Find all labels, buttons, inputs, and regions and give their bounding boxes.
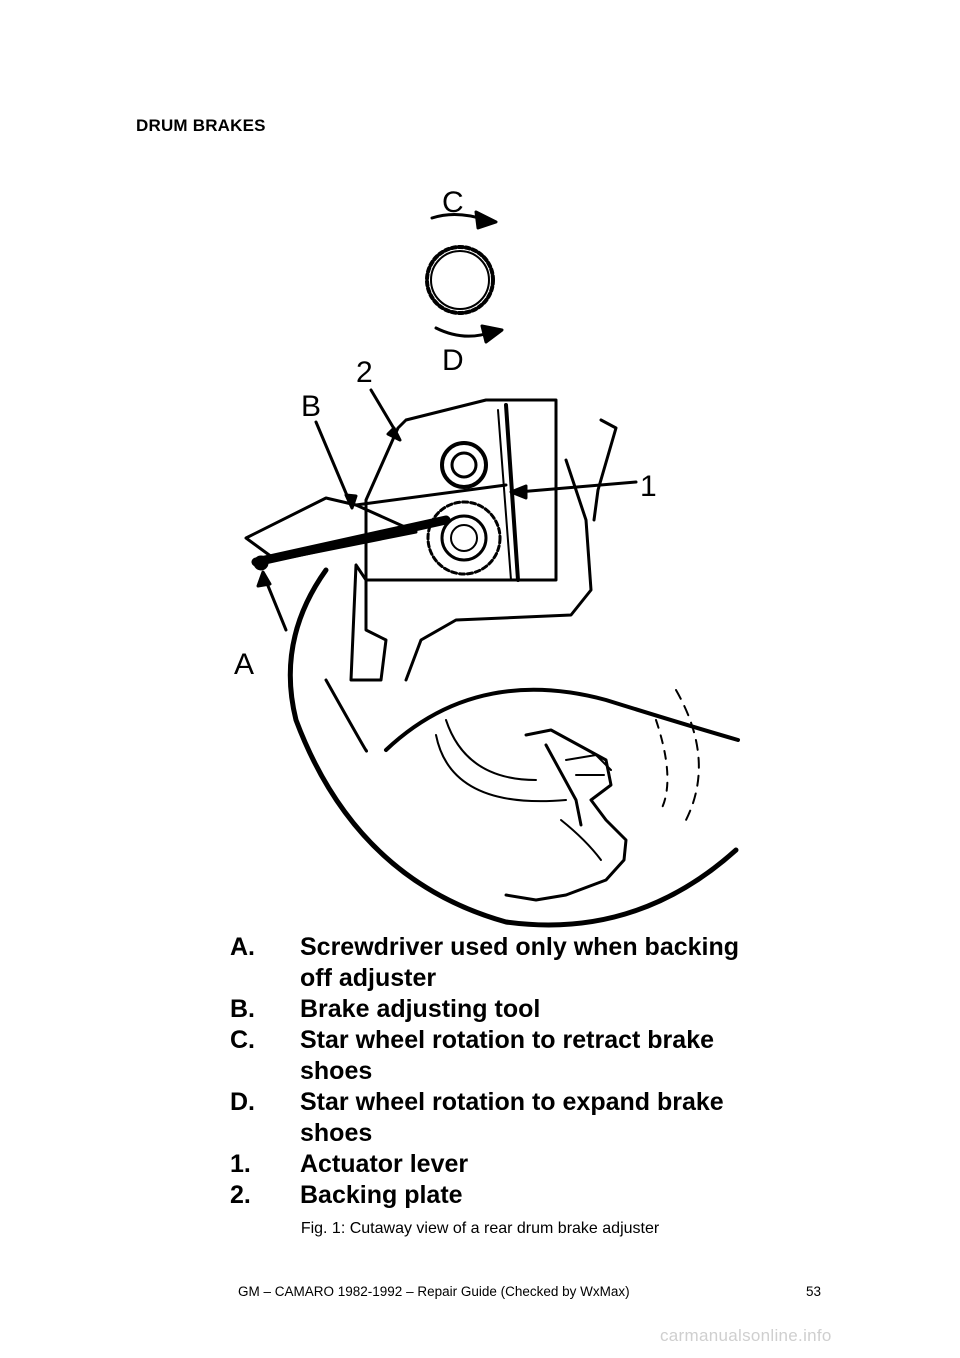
legend-text: Star wheel rotation to retract brake sho…	[300, 1026, 715, 1085]
legend-key: 2.	[230, 1181, 251, 1209]
brake-drum-outline	[287, 567, 740, 928]
legend-text: Backing plate	[300, 1181, 463, 1209]
legend-item-a: A. Screwdriver used only when backing of…	[230, 932, 750, 994]
legend-item-2: 2. Backing plate	[230, 1180, 750, 1211]
adjusting-tool	[244, 483, 508, 562]
actuator-gear	[440, 441, 488, 489]
brake-adjuster-illustration: C D 2 B 1 A	[234, 186, 740, 928]
callout-1-label: 1	[640, 470, 657, 503]
legend-item-c: C. Star wheel rotation to retract brake …	[230, 1025, 750, 1087]
callout-c-label: C	[442, 186, 464, 219]
star-wheel-diagram	[425, 245, 495, 315]
hand-illustration	[504, 728, 628, 902]
legend-key: 1.	[230, 1150, 251, 1178]
callout-leader-lines	[256, 388, 638, 632]
legend-text: Screwdriver used only when backing off a…	[300, 933, 740, 992]
page-footer: GM – CAMARO 1982-1992 – Repair Guide (Ch…	[238, 1284, 630, 1299]
legend-item-d: D. Star wheel rotation to expand brake s…	[230, 1087, 750, 1149]
arrow-c-icon	[430, 210, 498, 230]
figure-legend: A. Screwdriver used only when backing of…	[230, 932, 750, 1211]
legend-item-1: 1. Actuator lever	[230, 1149, 750, 1180]
figure-caption: Fig. 1: Cutaway view of a rear drum brak…	[300, 1220, 660, 1237]
legend-key: B.	[230, 995, 255, 1023]
adjuster-star-wheel	[426, 500, 502, 576]
callout-2-label: 2	[356, 356, 373, 389]
brake-adjuster-figure: C D 2 B 1 A	[206, 160, 746, 1212]
page-number: 53	[806, 1284, 822, 1299]
callout-d-label: D	[442, 344, 464, 377]
legend-text: Star wheel rotation to expand brake shoe…	[300, 1088, 724, 1147]
legend-text: Brake adjusting tool	[300, 995, 541, 1023]
section-title: DRUM BRAKES	[136, 116, 266, 135]
legend-key: C.	[230, 1026, 255, 1054]
legend-key: A.	[230, 933, 255, 961]
legend-item-b: B. Brake adjusting tool	[230, 994, 750, 1025]
legend-key: D.	[230, 1088, 255, 1116]
callout-b-label: B	[301, 390, 321, 423]
adjuster-housing	[349, 398, 618, 682]
callout-a-label: A	[234, 648, 254, 681]
arrow-d-icon	[434, 324, 504, 344]
watermark: carmanualsonline.info	[660, 1326, 832, 1345]
legend-text: Actuator lever	[300, 1150, 469, 1178]
screwdriver-tool	[251, 515, 451, 571]
